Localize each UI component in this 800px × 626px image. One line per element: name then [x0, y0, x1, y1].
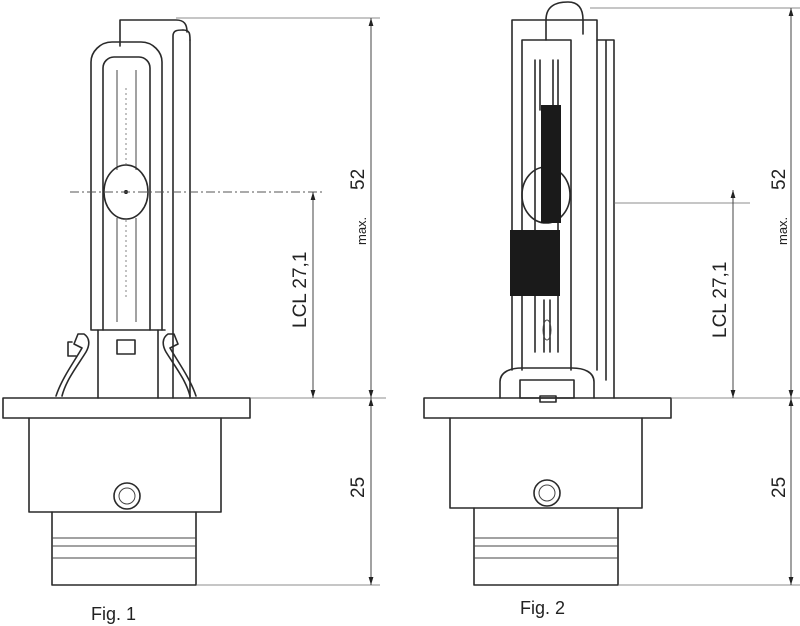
fig1-flange	[2, 397, 251, 419]
fig2-shade-upper	[541, 105, 561, 223]
fig2-height-prefix: max.	[775, 217, 790, 245]
fig2-dimensions: LCL 27,1 52 max. 25	[590, 7, 800, 586]
fig1-height-value: 52	[348, 169, 369, 190]
fig1-height-prefix: max.	[354, 217, 369, 245]
fig2-height-value: 52	[769, 169, 790, 190]
fig1-dimensions: LCL 27,1 52 max. 25	[70, 17, 386, 586]
fig2-shade-lower	[510, 230, 560, 296]
fig1-base-body	[28, 417, 222, 513]
fig1-outer-bulb	[90, 41, 163, 331]
fig2-base-body	[449, 417, 643, 509]
fig1-connector	[51, 511, 197, 586]
fig1-lamp	[2, 19, 251, 586]
fig1-caption: Fig. 1	[91, 604, 136, 624]
fig2-shield	[511, 19, 598, 371]
fig1-base-value: 25	[348, 477, 369, 498]
fig2-base-value: 25	[769, 477, 790, 498]
fig2-lcl-label: LCL 27,1	[710, 262, 731, 338]
fig2-screw	[533, 479, 561, 507]
fig1-lcl-label: LCL 27,1	[290, 252, 311, 328]
fig1-right-clip	[162, 333, 197, 397]
fig2-flange	[423, 397, 672, 419]
fig1-left-clip	[55, 333, 90, 397]
fig1-screw	[113, 482, 141, 510]
fig2-lamp	[423, 1, 672, 586]
fig2-caption: Fig. 2	[520, 598, 565, 618]
